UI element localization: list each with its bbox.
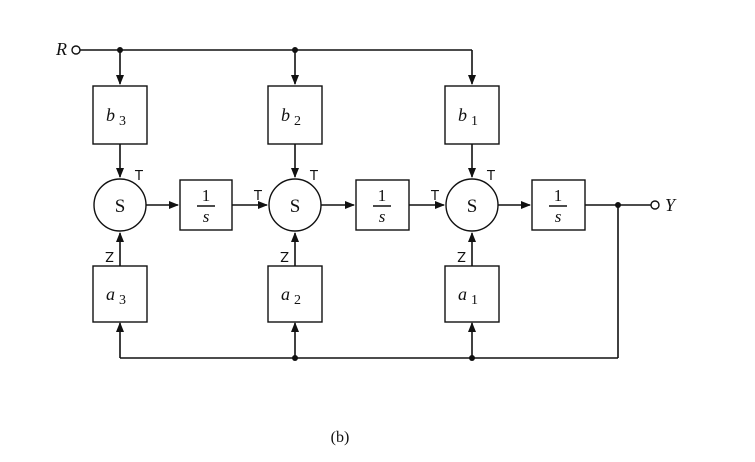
summer-2-label: S [290, 196, 301, 217]
plus-sign-sum3-left: T [430, 189, 439, 204]
svg-text:a3: a3 [106, 284, 126, 308]
b3-symbol: b [106, 105, 115, 125]
output-terminal [650, 200, 660, 210]
plus-sign-sum3-top: T [486, 169, 495, 184]
plus-sign-sum2-left: T [253, 189, 262, 204]
integrator-1: 1 s [179, 179, 233, 231]
a2-subscript: 2 [294, 293, 301, 308]
minus-sign-sum2-bottom: Z [280, 248, 289, 263]
b1-subscript: 1 [471, 114, 478, 129]
input-label: R [55, 39, 67, 59]
svg-text:a2: a2 [281, 284, 301, 308]
figure-caption: (b) [331, 429, 350, 446]
integrator-1-denominator: s [203, 207, 210, 226]
integrator-2-denominator: s [379, 207, 386, 226]
summing-junction-2: S [268, 178, 322, 232]
b2-symbol: b [281, 105, 290, 125]
summer-1-label: S [115, 196, 126, 217]
integrator-2: 1 s [355, 179, 410, 231]
integrator-3: 1 s [531, 179, 586, 231]
integrator-2-numerator: 1 [378, 186, 387, 205]
summing-junction-1: S [93, 178, 147, 232]
integrator-3-numerator: 1 [554, 186, 563, 205]
summing-junction-3: S [445, 178, 499, 232]
a3-symbol: a [106, 284, 115, 304]
plus-sign-sum1-top: T [134, 169, 143, 184]
b3-subscript: 3 [119, 114, 126, 129]
output-label: Y [665, 195, 677, 215]
b1-symbol: b [458, 105, 467, 125]
b2-subscript: 2 [294, 114, 301, 129]
integrator-1-numerator: 1 [202, 186, 211, 205]
a2-symbol: a [281, 284, 290, 304]
minus-sign-sum3-bottom: Z [457, 248, 466, 263]
a1-subscript: 1 [471, 293, 478, 308]
plus-sign-sum2-top: T [309, 169, 318, 184]
svg-text:b2: b2 [281, 105, 301, 129]
svg-text:b3: b3 [106, 105, 126, 129]
svg-text:b1: b1 [458, 105, 478, 129]
minus-sign-sum1-bottom: Z [105, 248, 114, 263]
summer-3-label: S [467, 196, 478, 217]
svg-text:a1: a1 [458, 284, 478, 308]
input-terminal [71, 45, 81, 55]
integrator-3-denominator: s [555, 207, 562, 226]
a3-subscript: 3 [119, 293, 126, 308]
a1-symbol: a [458, 284, 467, 304]
